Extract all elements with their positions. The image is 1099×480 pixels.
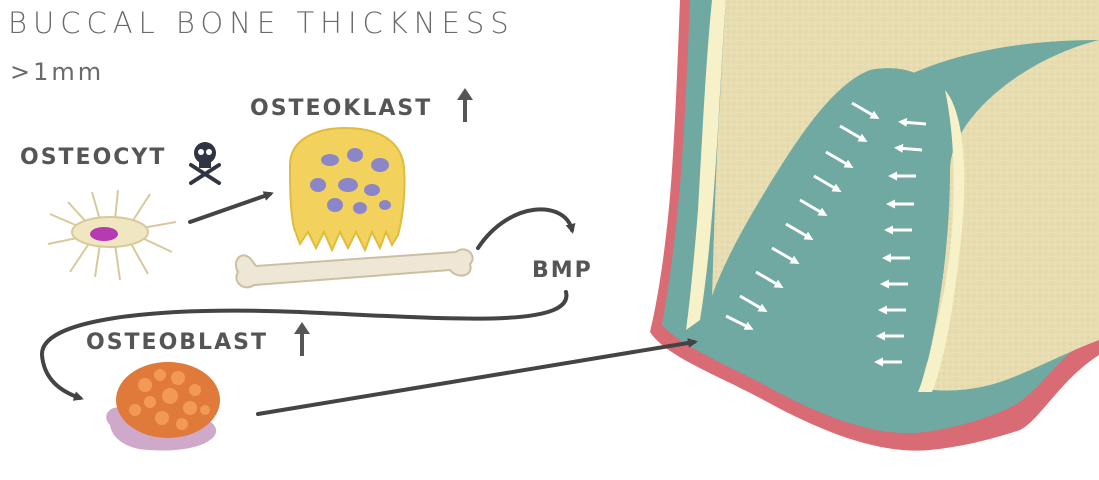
arrow-bone-to-bmp	[476, 207, 576, 250]
resorption-arrows-buccal	[725, 101, 880, 330]
long-bone	[234, 248, 474, 289]
arrow-osteocyt-to-osteoklast	[188, 191, 274, 224]
resorption-arrows-lingual	[874, 117, 927, 367]
arrow-up-icon	[294, 322, 310, 356]
pathway-arrows	[39, 191, 698, 416]
diagram-title: BUCCAL BONE THICKNESS	[8, 6, 515, 40]
arrow-bmp-to-osteoblast	[39, 290, 569, 401]
osteocyte-cell	[47, 189, 177, 281]
osteoblast-label: OSTEOBLAST	[86, 330, 268, 355]
alveolar-socket-illustration	[650, 0, 1099, 451]
arrow-osteoblast-to-socket	[256, 338, 698, 416]
diagram-subtitle: >1mm	[10, 58, 105, 86]
osteoblast-cell	[106, 362, 220, 451]
skull-crossbones-icon	[189, 142, 221, 185]
cortical-line	[686, 0, 726, 330]
osteocyt-label: OSTEOCYT	[20, 145, 167, 170]
bmp-label: BMP	[532, 258, 593, 283]
socket-wall-line	[918, 90, 965, 392]
osteoklast-label: OSTEOKLAST	[250, 96, 433, 121]
spongy-bone-lingual	[920, 40, 1099, 391]
spongy-bone-buccal	[712, 0, 1099, 300]
osteoklast-cell	[288, 126, 406, 253]
arrow-up-icon	[457, 88, 473, 122]
